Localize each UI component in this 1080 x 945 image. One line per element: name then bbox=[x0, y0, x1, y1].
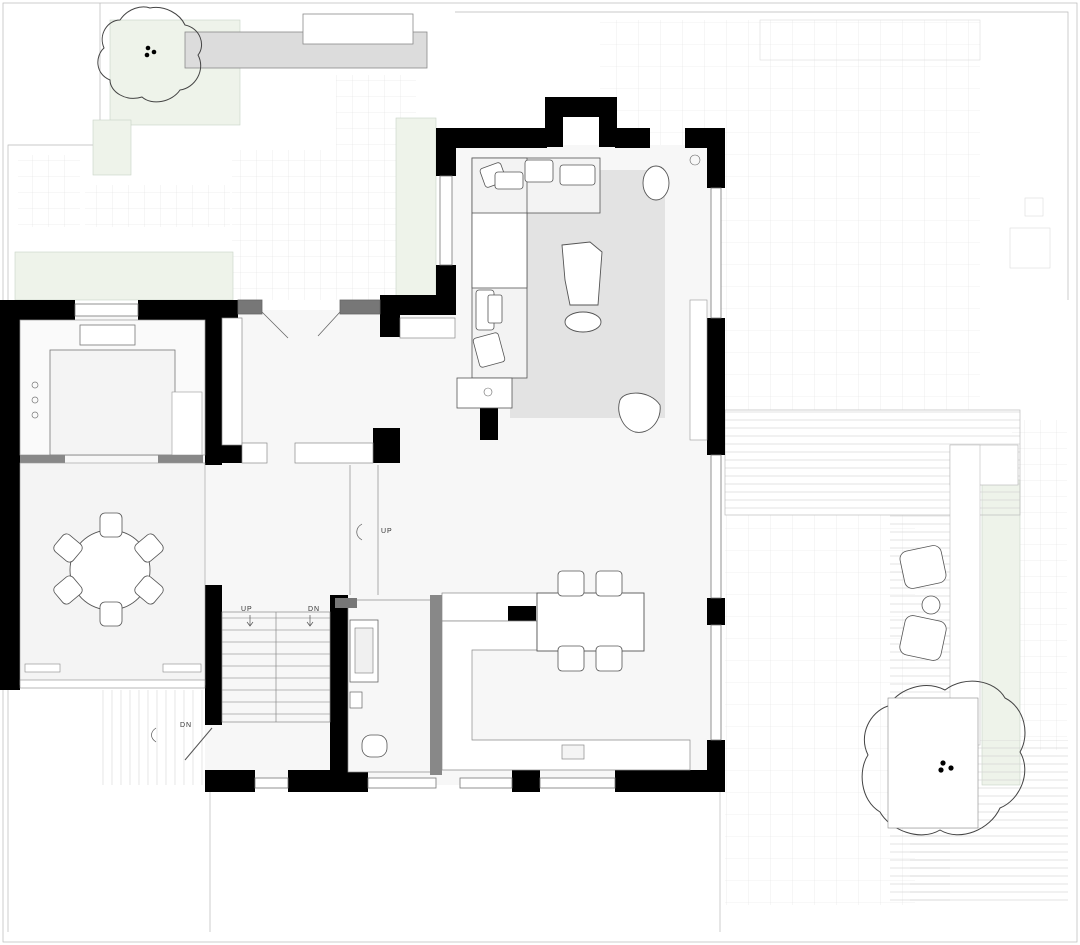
entrance-doors bbox=[237, 299, 381, 339]
exterior-down-label: DN bbox=[180, 722, 192, 729]
arrow-left-icon bbox=[151, 727, 157, 743]
stair-up-label: UP bbox=[241, 606, 253, 613]
hall-storage bbox=[221, 317, 456, 595]
terrace-deck bbox=[724, 409, 1068, 905]
cooktop-icon bbox=[31, 381, 39, 419]
sectional-sofa bbox=[456, 157, 601, 409]
stone-bench bbox=[184, 13, 428, 69]
walls bbox=[0, 97, 725, 792]
toilet-icon bbox=[361, 734, 388, 758]
planters bbox=[14, 19, 1021, 786]
arrow-down-icon bbox=[306, 615, 314, 627]
dining-chairs-round bbox=[53, 512, 164, 627]
living-furniture bbox=[561, 154, 708, 441]
terrace-lounge bbox=[899, 545, 947, 661]
exterior-stair: DN bbox=[151, 722, 213, 761]
dining-table bbox=[536, 570, 645, 672]
arrow-down-icon bbox=[246, 615, 254, 627]
bathroom bbox=[335, 595, 442, 775]
arrow-left-icon bbox=[356, 523, 363, 541]
kitchen bbox=[19, 319, 206, 463]
kitchen-counters bbox=[441, 592, 691, 771]
tree-bottom-right bbox=[861, 680, 1026, 836]
tree-top-left bbox=[97, 6, 202, 103]
hall-up-label: UP bbox=[381, 528, 393, 535]
stair-down-label: DN bbox=[308, 606, 320, 613]
main-stair: UP DN bbox=[221, 606, 331, 723]
windows bbox=[74, 175, 722, 789]
hall-step: UP bbox=[356, 523, 393, 541]
dining-room bbox=[19, 462, 206, 689]
